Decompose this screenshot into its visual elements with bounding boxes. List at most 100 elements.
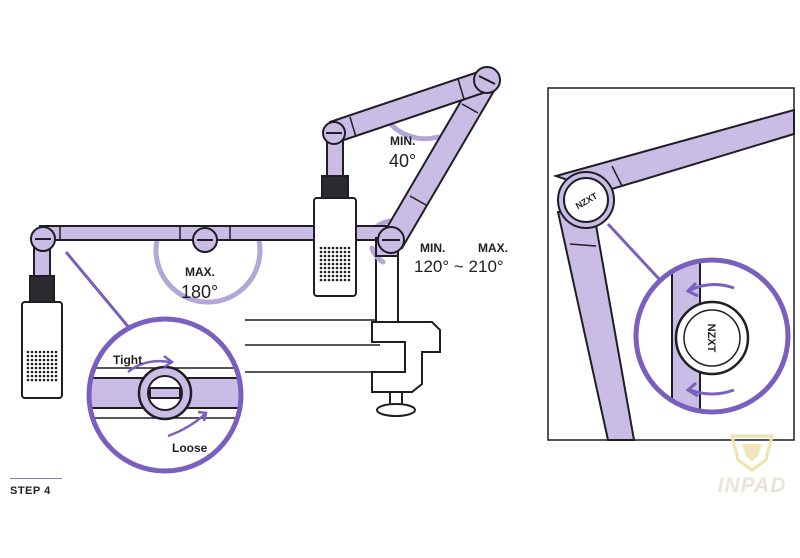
grille-dot [26,354,30,358]
grille-dot [54,378,58,382]
base-min-prefix: MIN. [420,241,445,255]
grille-dot [335,258,339,262]
grille-dot [343,266,347,270]
knob-detail-magnifier [86,316,244,474]
grille-dot [331,274,335,278]
grille-dot [319,266,323,270]
grille-dot [343,246,347,250]
grille-dot [327,250,331,254]
grille-dot [319,274,323,278]
grille-dot [34,350,38,354]
grille-dot [38,378,42,382]
grille-dot [30,362,34,366]
grille-dot [319,246,323,250]
grille-dot [46,362,50,366]
grille-dot [335,278,339,282]
grille-dot [331,258,335,262]
grille-dot [323,246,327,250]
main-max-prefix: MAX. [185,265,215,279]
grille-dot [54,350,58,354]
grille-dot [30,350,34,354]
grille-dot [30,374,34,378]
grille-dot [42,358,46,362]
grille-dot [339,246,343,250]
grille-dot [347,270,351,274]
grille-dot [339,250,343,254]
grille-dot [347,250,351,254]
grille-dot [347,278,351,282]
grille-dot [327,274,331,278]
joint-detail-magnifier: NZXT [633,257,791,415]
grille-dot [38,354,42,358]
grille-dot [343,258,347,262]
grille-dot [347,246,351,250]
grille-dot [46,374,50,378]
grille-dot [42,366,46,370]
grille-dot [331,266,335,270]
grille-dot [34,354,38,358]
grille-dot [339,254,343,258]
knob-left-joint [30,226,56,252]
grille-dot [323,266,327,270]
grille-dot [30,358,34,362]
grille-dot [50,354,54,358]
grille-dot [343,250,347,254]
grille-dot [327,246,331,250]
grille-dot [343,262,347,266]
grille-dot [42,370,46,374]
grille-dot [42,354,46,358]
knob-mic-joint [322,121,346,145]
grille-dot [46,366,50,370]
grille-dot [26,378,30,382]
grille-dot [50,374,54,378]
upper-min-value: 40° [389,151,416,171]
grille-dot [42,374,46,378]
knob-detail-leader [64,251,138,337]
grille-dot [339,274,343,278]
grille-dot [327,270,331,274]
grille-dot [50,358,54,362]
grille-dot [46,350,50,354]
grille-dot [335,254,339,258]
center-mic-grille [319,246,351,282]
grille-dot [54,358,58,362]
left-microphone [21,239,63,399]
grille-dot [323,250,327,254]
watermark: INPAD [710,430,794,500]
grille-dot [319,258,323,262]
table-lines [245,319,380,373]
grille-dot [54,374,58,378]
grille-dot [26,362,30,366]
grille-dot [347,262,351,266]
grille-dot [323,278,327,282]
grille-dot [34,358,38,362]
knob-base-joint [377,226,405,254]
knob-top-joint [473,66,501,94]
upper-min-prefix: MIN. [390,134,415,148]
grille-dot [335,262,339,266]
grille-dot [347,258,351,262]
grille-dot [42,378,46,382]
grille-dot [339,278,343,282]
grille-dot [347,274,351,278]
grille-dot [319,262,323,266]
grille-dot [319,278,323,282]
grille-dot [347,266,351,270]
grille-dot [38,362,42,366]
grille-dot [335,246,339,250]
grille-dot [335,270,339,274]
arc-main-max [153,237,263,305]
grille-dot [331,270,335,274]
grille-dot [54,354,58,358]
grille-dot [343,274,347,278]
step-label: STEP 4 [10,478,62,497]
knob-mid-joint [192,227,218,253]
grille-dot [50,366,54,370]
watermark-emblem-icon [730,434,774,472]
grille-dot [38,366,42,370]
base-range-value: 120° ~ 210° [414,257,504,276]
left-mic-grille [26,350,58,382]
grille-dot [26,374,30,378]
grille-dot [38,374,42,378]
